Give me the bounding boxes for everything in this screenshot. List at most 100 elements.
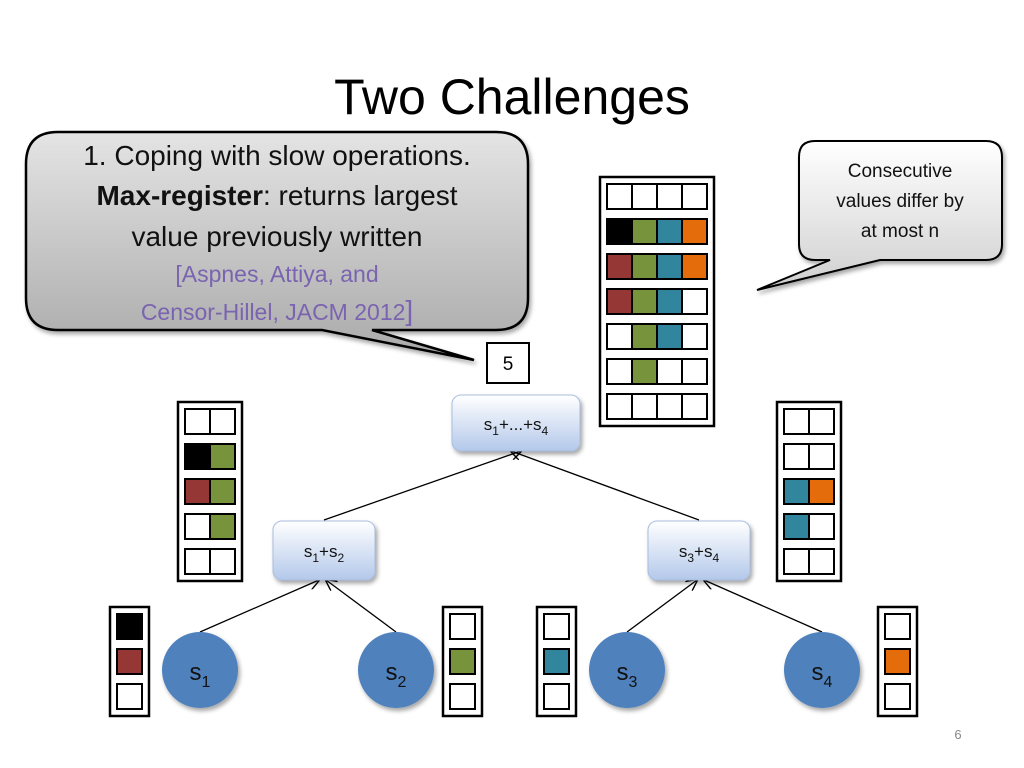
register-cell-empty (681, 393, 708, 420)
register-cell-empty (681, 288, 708, 315)
edge-s2-to-left (326, 580, 397, 633)
register-cell-empty (449, 683, 476, 710)
callout-bubble (24, 130, 530, 362)
register-cell-empty (808, 548, 835, 575)
max-register-callout: 1. Coping with slow operations. Max-regi… (24, 130, 530, 362)
register-cell-empty (783, 408, 810, 435)
register-cell-teal (783, 478, 810, 505)
register-cell-empty (184, 408, 211, 435)
leaf-s1-label: s1 (190, 659, 211, 691)
leaf-s4-label: s4 (812, 659, 833, 691)
leaf-s3: s3 (589, 632, 665, 708)
left-internal-node: s1+s2 (272, 520, 376, 581)
register-history-leaf-4 (876, 605, 919, 718)
callout-line-3: value previously written (131, 221, 422, 252)
page-number: 6 (954, 727, 961, 742)
note-line-2: values differ by (836, 191, 964, 212)
leaf-s2: s2 (358, 632, 434, 708)
register-history-right-node (775, 400, 843, 583)
tree-edges (199, 451, 823, 633)
register-cell-empty (449, 613, 476, 640)
citation-line-1: [Aspnes, Attiya, and (175, 261, 378, 287)
register-cell-empty (656, 393, 683, 420)
callout-line-2-rest: : returns largest (263, 180, 458, 211)
note-line-1: Consecutive (848, 161, 953, 182)
root-node-label: s1+...+s4 (484, 415, 549, 438)
register-cell-empty (184, 548, 211, 575)
register-cell-black (606, 218, 633, 245)
edge-s3-to-right (626, 580, 697, 633)
consecutive-values-note: Consecutive values differ by at most n (756, 140, 1003, 291)
register-cell-empty (606, 323, 633, 350)
register-cell-empty (783, 548, 810, 575)
register-cell-empty (808, 513, 835, 540)
note-bubble (756, 140, 1003, 291)
register-history-leaf-1 (108, 605, 151, 718)
register-cell-orange (884, 648, 911, 675)
leaf-s2-label: s2 (386, 659, 407, 691)
register-cell-empty (808, 443, 835, 470)
register-cell-green (631, 358, 658, 385)
register-cell-empty (884, 613, 911, 640)
register-cell-green (631, 253, 658, 280)
edge-s4-to-right (704, 580, 823, 633)
register-cell-green (631, 218, 658, 245)
leaf-s4: s4 (784, 632, 860, 708)
register-cell-empty (783, 443, 810, 470)
register-cell-empty (656, 358, 683, 385)
register-cell-black (184, 443, 211, 470)
register-cell-teal (656, 253, 683, 280)
register-cell-green (209, 478, 236, 505)
register-cell-empty (681, 323, 708, 350)
root-node: s1+...+s4 (451, 394, 581, 452)
edge-right-to-root (511, 451, 700, 521)
register-cell-teal (543, 648, 570, 675)
edge-left-to-root (323, 451, 521, 521)
register-cell-green (631, 288, 658, 315)
register-cell-empty (209, 408, 236, 435)
callout-line-2: Max-register: returns largest (96, 180, 457, 211)
register-cell-empty (681, 358, 708, 385)
register-cell-green (449, 648, 476, 675)
leaf-s3-label: s3 (617, 659, 638, 691)
register-cell-empty (209, 548, 236, 575)
register-history-leaf-2 (441, 605, 484, 718)
register-history-leaf-3 (535, 605, 578, 718)
slide-title: Two Challenges (334, 69, 690, 125)
leaf-s1: s1 (162, 632, 238, 708)
note-line-3: at most n (861, 221, 939, 242)
register-cell-green (209, 443, 236, 470)
register-cell-empty (631, 183, 658, 210)
left-node-label: s1+s2 (304, 542, 345, 565)
right-internal-node: s3+s4 (647, 520, 751, 581)
register-cell-orange (808, 478, 835, 505)
register-cell-orange (681, 218, 708, 245)
edge-s1-to-left (199, 580, 319, 633)
register-cell-empty (543, 613, 570, 640)
citation-bracket: ] (405, 295, 413, 326)
register-cell-orange (681, 253, 708, 280)
register-cell-black (116, 613, 143, 640)
register-cell-empty (543, 683, 570, 710)
register-cell-red (116, 648, 143, 675)
register-cell-empty (116, 683, 143, 710)
register-cell-empty (631, 393, 658, 420)
register-history-root (598, 175, 716, 428)
register-cell-teal (656, 323, 683, 350)
register-cell-empty (606, 358, 633, 385)
register-cell-empty (656, 183, 683, 210)
register-cell-teal (656, 218, 683, 245)
callout-line-1: 1. Coping with slow operations. (83, 140, 471, 171)
register-cell-empty (808, 408, 835, 435)
citation-line-2-text: Censor-Hillel, JACM 2012 (141, 299, 406, 325)
register-history-left-node (176, 400, 244, 583)
register-cell-red (606, 253, 633, 280)
register-cell-empty (884, 683, 911, 710)
max-register-value-box: 5 (486, 342, 530, 384)
register-cell-red (184, 478, 211, 505)
register-cell-empty (606, 393, 633, 420)
register-cell-green (631, 323, 658, 350)
register-cell-red (606, 288, 633, 315)
max-register-value: 5 (503, 354, 514, 375)
callout-bold-term: Max-register (96, 180, 263, 211)
